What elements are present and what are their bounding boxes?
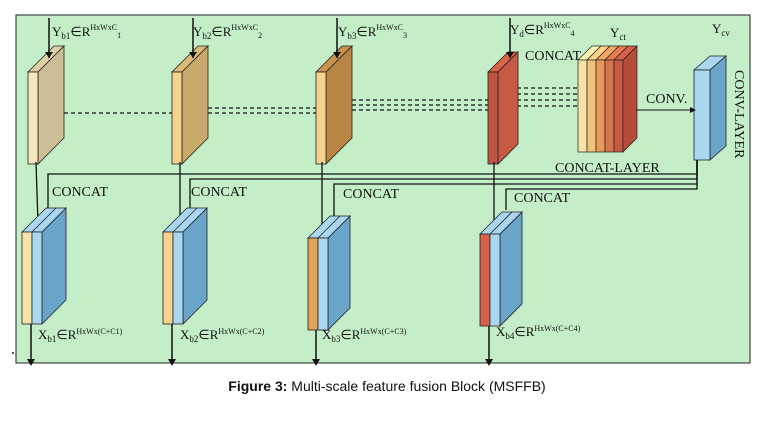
- svg-text:Yd∈RHxWxC4: Yd∈RHxWxC4: [510, 21, 575, 39]
- svg-text:Yb3∈RHxWxC3: Yb3∈RHxWxC3: [338, 23, 407, 41]
- svg-text:Xb1∈RHxWx(C+C1): Xb1∈RHxWx(C+C1): [38, 327, 123, 344]
- stray-dot: [12, 352, 14, 354]
- input-block-2: [171, 45, 209, 165]
- input-block-4: [487, 51, 519, 165]
- input-block-front: [315, 71, 327, 165]
- concat-layer-stack: [577, 45, 638, 153]
- output-arrowhead-3: [312, 359, 320, 366]
- output-block-front-conv: [489, 233, 501, 327]
- conv-label: CONV.: [646, 92, 687, 107]
- output-block-front-feature: [21, 231, 33, 325]
- input-arrowhead-3: [333, 52, 341, 58]
- concat-slice-front: [613, 59, 624, 153]
- output-block-edge: [489, 211, 513, 235]
- concat-layer-label: CONCAT-LAYER: [555, 161, 660, 176]
- conv-layer-block: [692, 55, 728, 161]
- output-block-2: [162, 207, 208, 325]
- figure-caption: Figure 3: Multi-scale feature fusion Blo…: [0, 378, 774, 394]
- output-block-front-conv: [317, 237, 329, 331]
- caption-number: Figure 3:: [228, 378, 288, 394]
- output-arrows: [27, 324, 493, 366]
- input-block-1: [27, 45, 65, 165]
- output-arrowhead-2: [168, 359, 176, 366]
- output-arrowhead-1: [27, 359, 35, 366]
- caption-text: Multi-scale feature fusion Block (MSFFB): [291, 378, 546, 394]
- svg-text:Xb3∈RHxWx(C+C3): Xb3∈RHxWx(C+C3): [322, 327, 407, 344]
- output-block-front-conv: [31, 231, 43, 325]
- input-feature-blocks: [27, 45, 519, 165]
- output-feature-blocks: [21, 207, 523, 331]
- concat-label-top: CONCAT: [525, 49, 581, 64]
- conv-arrow: [636, 107, 696, 113]
- concat-slice-front: [577, 59, 588, 153]
- concat-label-1: CONCAT: [52, 185, 108, 200]
- concat-label-3: CONCAT: [343, 187, 399, 202]
- ycv-label: Ycv: [712, 21, 730, 38]
- input-block-front: [171, 71, 183, 165]
- concat-slice-front: [586, 59, 597, 153]
- input-label-2: Yb2∈RHxWxC2: [193, 23, 262, 41]
- conv-layer-label: CONV-LAYER: [731, 70, 746, 159]
- concat-stack-side: [622, 45, 638, 153]
- output-block-front-conv: [172, 231, 184, 325]
- concat-slice-front: [595, 59, 606, 153]
- svg-text:Xb2∈RHxWx(C+C2): Xb2∈RHxWx(C+C2): [180, 327, 265, 344]
- input-block-side: [497, 51, 519, 165]
- output-block-edge: [31, 207, 57, 233]
- yct-label: Yct: [610, 25, 626, 42]
- input-label-3: Yb3∈RHxWxC3: [338, 23, 407, 41]
- svg-text:Xb4∈RHxWx(C+C4): Xb4∈RHxWx(C+C4): [496, 324, 581, 341]
- input-block-3: [315, 45, 353, 165]
- output-block-edge: [317, 215, 341, 239]
- output-block-front-feature: [479, 233, 491, 327]
- input-arrowhead-4: [506, 52, 514, 58]
- output-label-4: Xb4∈RHxWx(C+C4): [496, 324, 581, 341]
- svg-text:Yb1∈RHxWxC1: Yb1∈RHxWxC1: [52, 23, 121, 41]
- input-label-1: Yb1∈RHxWxC1: [52, 23, 121, 41]
- input-arrowhead-2: [189, 52, 197, 58]
- input-arrows: [45, 18, 514, 58]
- feedback-lines: [47, 160, 698, 228]
- output-label-1: Xb1∈RHxWx(C+C1): [38, 327, 123, 344]
- concat-label-4: CONCAT: [514, 191, 570, 206]
- output-label-3: Xb3∈RHxWx(C+C3): [322, 327, 407, 344]
- input-arrowhead-1: [45, 52, 53, 58]
- input-block-front: [487, 71, 499, 165]
- output-block-1: [21, 207, 67, 325]
- output-label-2: Xb2∈RHxWx(C+C2): [180, 327, 265, 344]
- concat-slice-front: [604, 59, 615, 153]
- svg-text:Yb2∈RHxWxC2: Yb2∈RHxWxC2: [193, 23, 262, 41]
- output-arrowhead-4: [485, 359, 493, 366]
- input-block-front: [27, 71, 39, 165]
- input-label-4: Yd∈RHxWxC4: [510, 21, 575, 39]
- output-block-front-feature: [307, 237, 319, 331]
- vertical-connectors: [35, 161, 495, 228]
- output-block-4: [479, 211, 523, 327]
- output-block-front-feature: [162, 231, 174, 325]
- concat-label-2: CONCAT: [191, 185, 247, 200]
- dashed-connectors: [64, 87, 578, 114]
- output-block-3: [307, 215, 351, 331]
- output-block-edge: [172, 207, 198, 233]
